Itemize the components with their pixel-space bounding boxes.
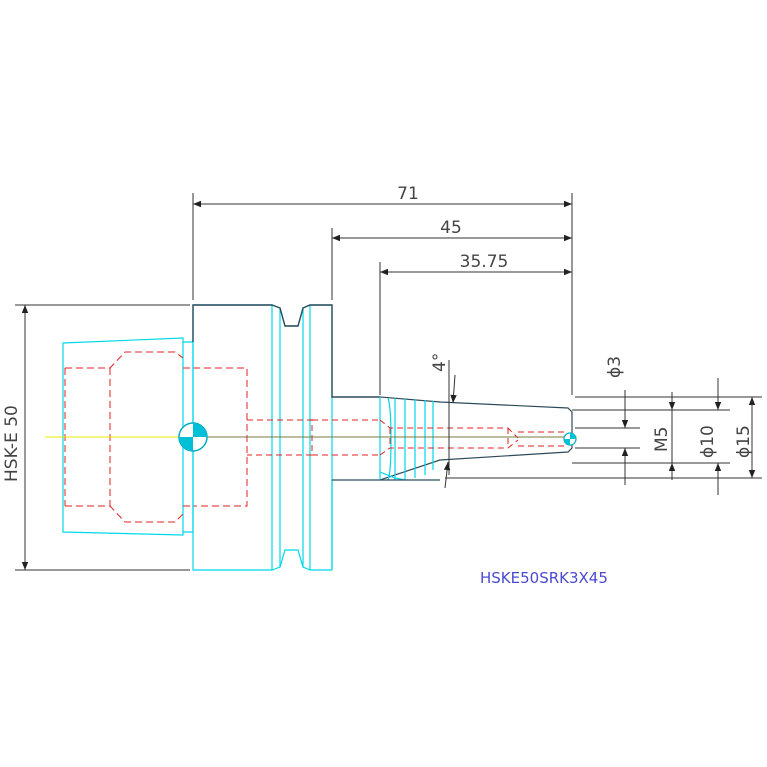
dim-diameter-10: ϕ10	[698, 425, 718, 458]
center-mark-large-icon	[178, 422, 208, 452]
right-dimensions	[445, 378, 762, 495]
part-number: HSKE50SRK3X45	[480, 569, 608, 587]
angle-dimension	[443, 360, 457, 489]
dim-length-35-75: 35.75	[460, 252, 509, 272]
dim-angle: 4°	[430, 353, 450, 372]
flange-outline-dark	[192, 304, 380, 398]
dim-diameter-15: ϕ15	[734, 425, 754, 458]
hsk-dimension	[15, 304, 190, 571]
dim-length-45: 45	[440, 218, 462, 238]
dim-thread-m5: M5	[652, 427, 672, 452]
dim-diameter-3: ϕ3	[605, 356, 625, 378]
top-dimensions	[192, 193, 573, 395]
dim-overall-length: 71	[397, 184, 419, 204]
dim-hsk-size: HSK-E 50	[2, 405, 22, 482]
nose	[332, 396, 573, 481]
center-mark-small-icon	[563, 432, 577, 446]
